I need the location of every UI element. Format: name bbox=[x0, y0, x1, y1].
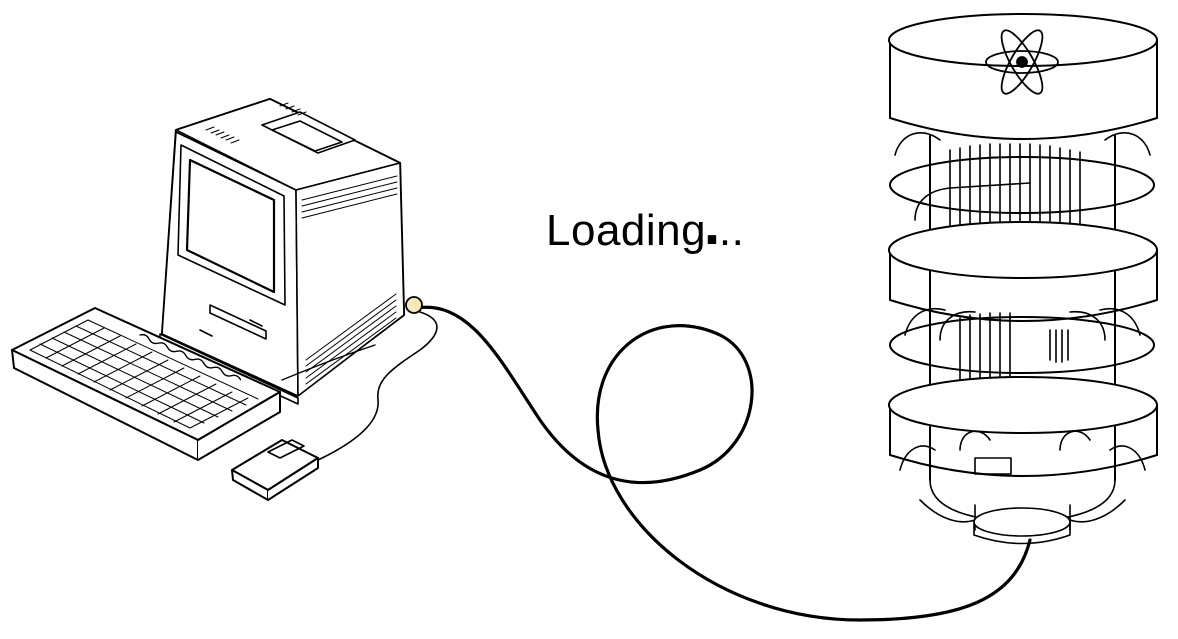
quantum-computer-icon bbox=[888, 13, 1158, 545]
loading-word: Loading bbox=[546, 206, 707, 255]
atom-icon bbox=[985, 29, 1059, 95]
vintage-computer-icon bbox=[11, 97, 438, 501]
loading-dot-1: . bbox=[703, 191, 722, 258]
cable-port bbox=[405, 296, 423, 314]
loading-dot-2: . bbox=[718, 206, 732, 255]
loading-dot-3: . bbox=[731, 206, 745, 255]
loading-label: Loading... bbox=[546, 191, 745, 257]
connection-cable bbox=[415, 305, 1032, 622]
